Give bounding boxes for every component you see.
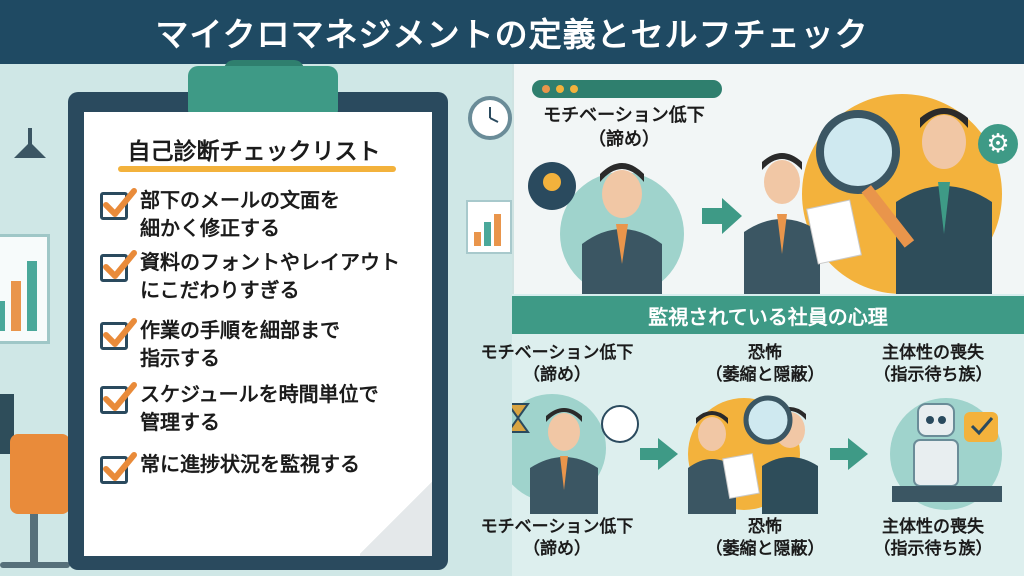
checklist-item: 作業の手順を細部まで 指示する — [100, 316, 420, 372]
psychology-panel-title: 監視されている社員の心理 — [512, 296, 1024, 334]
lamp-icon — [14, 128, 46, 158]
page-title: マイクロマネジメントの定義とセルフチェック — [155, 15, 869, 54]
checkmark-icon — [100, 452, 137, 484]
stage-label-top: 恐怖 （萎縮と隠蔽） — [705, 343, 825, 385]
stage-label-bottom: 主体性の喪失 （指示待ち族） — [873, 517, 993, 559]
checklist-title: 自己診断チェックリスト — [127, 139, 381, 165]
top-scene-illustration — [528, 94, 1002, 294]
browser-bar — [532, 80, 722, 98]
stage-label-bottom: モチベーション低下 （諦め） — [480, 517, 634, 559]
clock-icon — [468, 96, 512, 140]
checklist-item: スケジュールを時間単位で 管理する — [100, 380, 420, 436]
psychology-stages-illustration — [512, 394, 1002, 514]
wall-bar-chart — [466, 200, 512, 254]
paper-curl — [360, 480, 432, 556]
checklist-item: 部下のメールの文面を 細かく修正する — [100, 186, 420, 242]
header-banner: マイクロマネジメントの定義とセルフチェック — [0, 0, 1024, 64]
checkmark-icon — [100, 188, 137, 220]
checkmark-icon — [100, 318, 137, 350]
checkmark-icon — [100, 382, 137, 414]
gear-icon: ⚙ — [978, 124, 1018, 164]
checklist-item: 資料のフォントやレイアウト にこだわりすぎる — [100, 248, 420, 304]
stage-label-top: 主体性の喪失 （指示待ち族） — [873, 343, 993, 385]
office-chair — [10, 434, 70, 514]
checklist-item: 常に進捗状況を監視する — [100, 450, 420, 484]
wall-chart — [0, 234, 50, 344]
top-scene-label: モチベーション低下 （諦め） — [543, 105, 705, 150]
checkmark-icon — [100, 250, 137, 282]
stage-label-bottom: 恐怖 （萎縮と隠蔽） — [705, 517, 825, 559]
stage-label-top: モチベーション低下 （諦め） — [480, 343, 634, 385]
clipboard-clip — [188, 66, 338, 116]
